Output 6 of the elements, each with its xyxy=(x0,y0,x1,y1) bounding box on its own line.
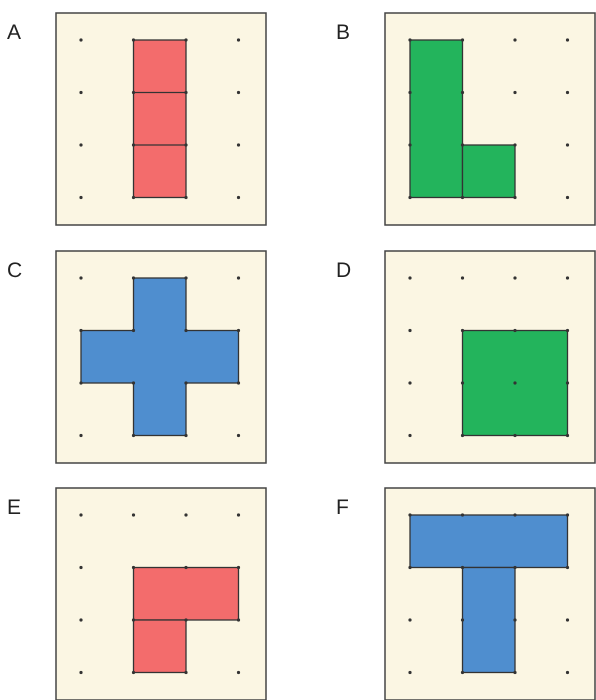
panel-letter: B xyxy=(336,22,350,43)
panel-letter: F xyxy=(336,497,349,518)
panel-letter: A xyxy=(7,22,22,43)
panel-letter: C xyxy=(7,260,22,281)
panel-letter: D xyxy=(336,260,352,281)
panel-letter: E xyxy=(7,497,22,518)
